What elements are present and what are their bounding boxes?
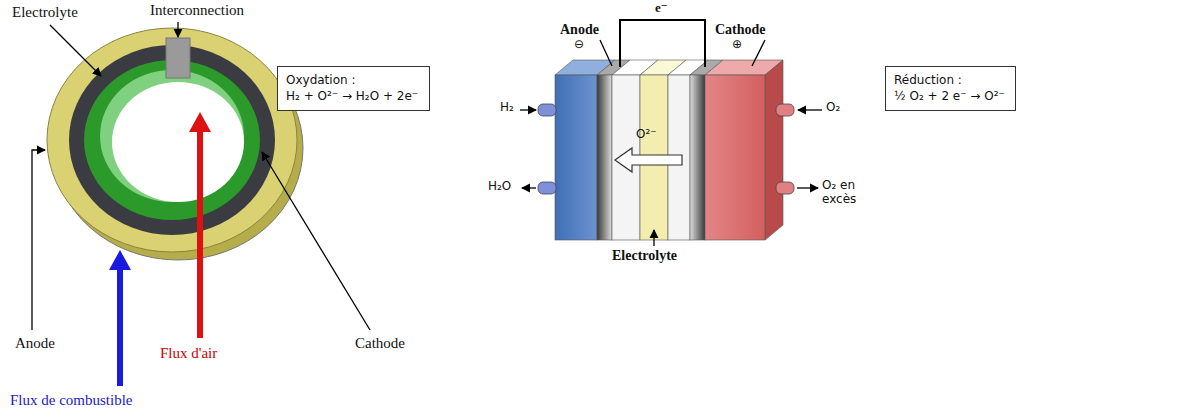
leader-lines	[50, 25, 101, 76]
part-label: Electrolyte	[612, 248, 677, 264]
gas-ports	[538, 104, 794, 194]
tubular-cell	[112, 82, 244, 202]
flow-arrows	[653, 230, 654, 246]
leader-lines	[262, 152, 370, 330]
planar-cell	[555, 60, 783, 240]
flow-arrows	[520, 109, 536, 110]
gas-label: O₂	[826, 101, 840, 115]
part-label: Cathode	[355, 335, 405, 352]
leader-lines	[32, 150, 45, 330]
tubular-cell	[166, 38, 190, 78]
box-heading: Oxydation :	[286, 72, 421, 88]
ion-label: O²⁻	[636, 128, 657, 142]
gas-ports	[776, 104, 794, 116]
part-label: Electrolyte	[12, 4, 78, 21]
gas-label: O₂ en excès	[822, 179, 868, 207]
leader-lines	[177, 22, 178, 37]
air-flow-arrow	[189, 112, 211, 338]
external-circuit	[620, 20, 705, 67]
planar-cell	[690, 75, 705, 240]
fuel-flow-arrow	[109, 250, 131, 386]
equation-box: Réduction :½ O₂ + 2 e⁻ → O²⁻	[885, 66, 1016, 111]
tubular-cell	[47, 28, 297, 252]
planar-cell	[765, 60, 783, 240]
gas-ports	[776, 182, 794, 194]
electrode-label: Anode	[560, 22, 599, 38]
planar-cell	[597, 75, 612, 240]
gas-ports	[538, 104, 556, 116]
fuel-flow-arrow	[117, 268, 123, 386]
flow-label: Flux de combustible	[10, 392, 133, 409]
box-heading: Réduction :	[894, 72, 1007, 88]
ion-arrow	[615, 148, 682, 172]
electrode-label: Cathode	[715, 22, 766, 38]
equation-text: H₂ + O²⁻ → H₂O + 2e⁻	[286, 88, 421, 104]
flow-arrows	[600, 40, 612, 66]
air-flow-arrow	[189, 112, 211, 132]
air-flow-arrow	[197, 130, 203, 338]
tubular-cell	[100, 70, 244, 202]
flow-arrows	[798, 109, 822, 110]
flow-arrows	[797, 187, 818, 188]
gas-ports	[538, 182, 556, 194]
planar-cell	[705, 75, 765, 240]
gas-label: H₂O	[488, 180, 511, 194]
electron-label: e⁻	[655, 1, 668, 16]
flow-arrows	[522, 187, 536, 188]
tubular-cell	[47, 28, 303, 260]
external-circuit	[620, 20, 705, 67]
equation-box: Oxydation :H₂ + O²⁻ → H₂O + 2e⁻	[277, 66, 430, 111]
ion-arrow	[615, 148, 682, 172]
part-label: Anode	[15, 335, 55, 352]
flow-label: Flux d'air	[160, 345, 217, 362]
fuel-flow-arrow	[109, 250, 131, 270]
polarity-sign: ⊕	[732, 38, 742, 52]
tubular-cell	[84, 60, 260, 220]
planar-cell	[555, 75, 597, 240]
part-label: Interconnection	[150, 2, 244, 19]
polarity-sign: ⊖	[574, 38, 584, 52]
flow-arrows	[520, 40, 822, 246]
gas-label: H₂	[500, 101, 514, 115]
equation-text: ½ O₂ + 2 e⁻ → O²⁻	[894, 88, 1007, 104]
flow-arrows	[752, 40, 765, 66]
